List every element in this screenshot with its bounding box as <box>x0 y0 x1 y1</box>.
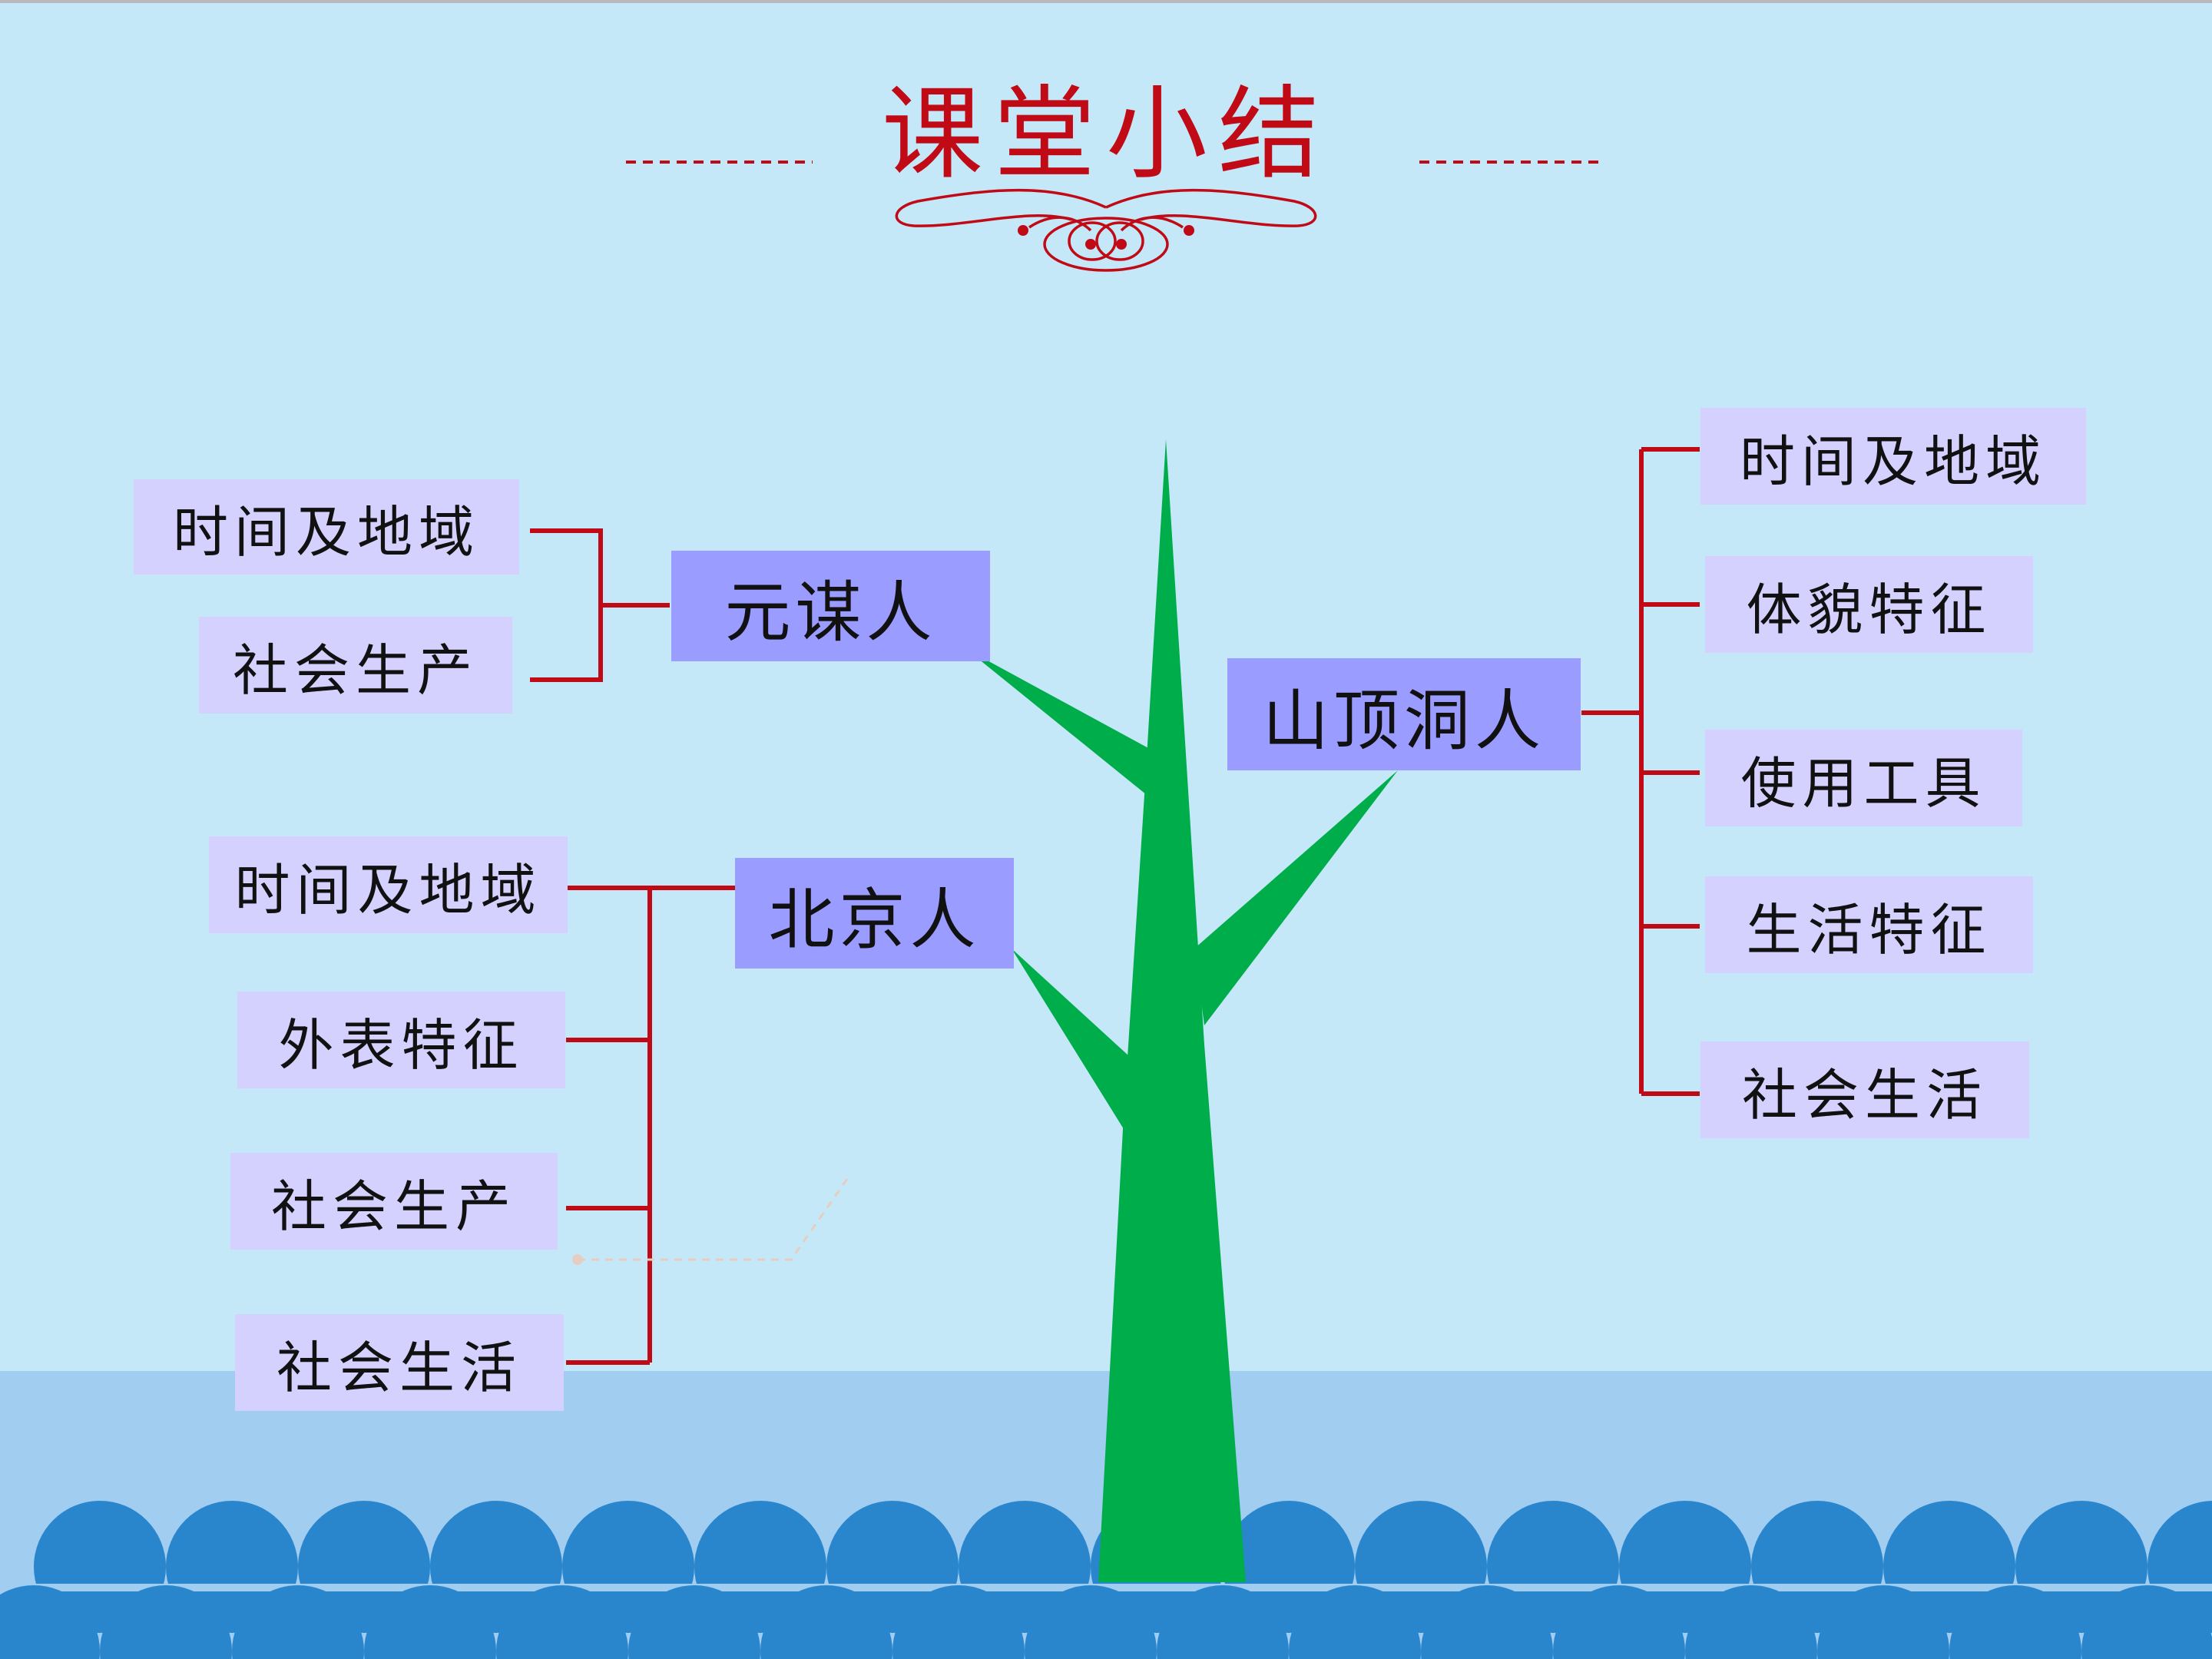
shanding-branch-social-life: 社会生活 <box>1700 1041 2029 1138</box>
shanding-branch-physique: 体貌特征 <box>1705 556 2033 653</box>
shanding-branch-time-region: 时间及地域 <box>1700 408 2086 505</box>
beijing-branch-time-region: 时间及地域 <box>209 836 568 933</box>
yuanmou-branch-social-production: 社会生产 <box>199 617 512 714</box>
connector-beijing <box>566 886 736 1365</box>
node-beijing: 北京人 <box>735 858 1014 969</box>
node-yuanmou: 元谋人 <box>671 551 990 661</box>
slide-title: 课堂小结 <box>882 75 1330 194</box>
beijing-branch-social-production: 社会生产 <box>230 1153 558 1250</box>
tree <box>966 439 1398 1582</box>
connector-yuanmou <box>530 528 670 682</box>
beijing-branch-appearance: 外表特征 <box>237 992 565 1088</box>
title-ornament <box>895 188 1317 272</box>
shanding-branch-life-features: 生活特征 <box>1705 876 2033 973</box>
shanding-branch-tools: 使用工具 <box>1705 730 2022 826</box>
node-shanding: 山顶洞人 <box>1227 658 1581 770</box>
yuanmou-branch-time-region: 时间及地域 <box>134 479 519 575</box>
connector-shanding <box>1581 447 1700 1096</box>
beijing-branch-social-life: 社会生活 <box>235 1314 564 1411</box>
